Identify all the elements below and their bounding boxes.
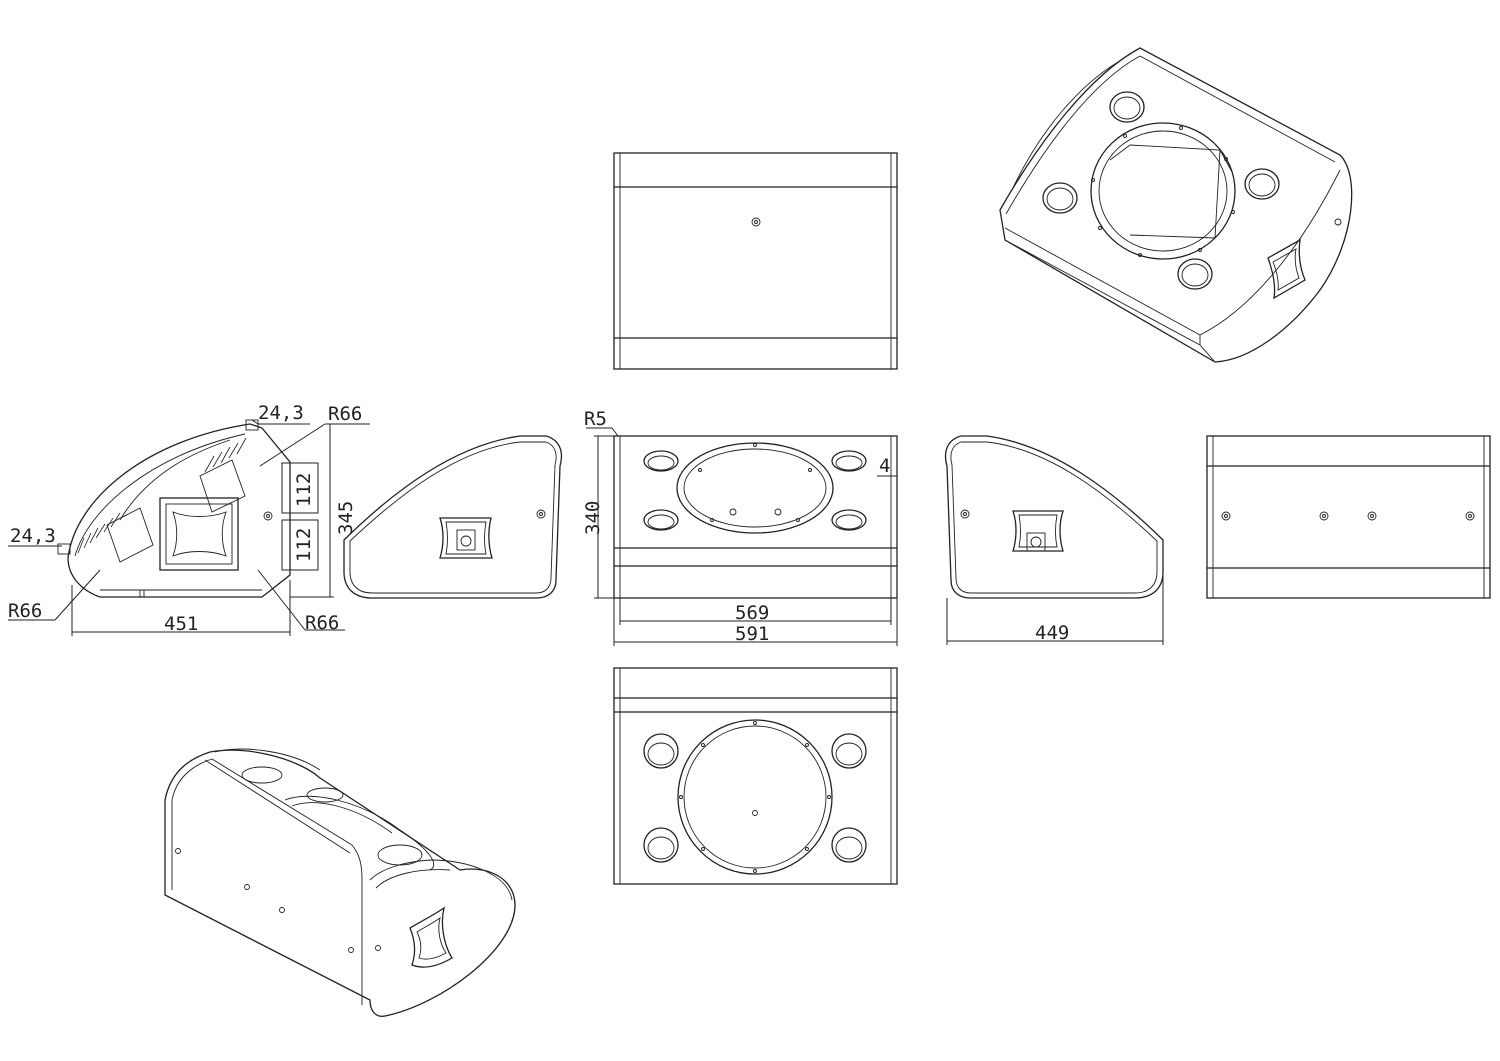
dim-bottom-right-radius: R66 [305, 612, 339, 634]
dim-depth: 449 [1035, 622, 1069, 644]
dim-top-radius: R66 [328, 403, 362, 425]
dim-offset: 4 [879, 455, 890, 477]
right-side-view [944, 435, 1164, 599]
dim-height: 345 [335, 501, 357, 535]
isometric-rear-view [164, 748, 516, 1017]
dim-corner-radius: R5 [584, 408, 607, 430]
dim-outer-width: 591 [735, 623, 769, 645]
left-side-view [343, 435, 563, 599]
right-side-dimensions: 449 [946, 575, 1164, 645]
baffle-view [613, 667, 898, 885]
dim-lower-112: 112 [293, 528, 315, 562]
section-dimensions: 24,3 R66 24,3 345 112 112 R66 R66 451 [8, 402, 370, 636]
dim-bottom-left-radius: R66 [8, 600, 42, 622]
dim-front-height: 340 [582, 501, 604, 535]
dim-width: 451 [164, 613, 198, 635]
dim-left-angle: 24,3 [10, 525, 56, 547]
rear-view [1206, 435, 1491, 599]
dim-top-angle: 24,3 [258, 402, 304, 424]
front-elevation-view [613, 435, 898, 599]
front-dimensions: R5 340 569 591 4 [582, 408, 898, 646]
isometric-front-view [999, 47, 1353, 363]
dim-upper-112: 112 [293, 473, 315, 507]
dim-inner-width: 569 [735, 602, 769, 624]
section-side-view [57, 419, 291, 598]
front-top-view [613, 152, 898, 370]
